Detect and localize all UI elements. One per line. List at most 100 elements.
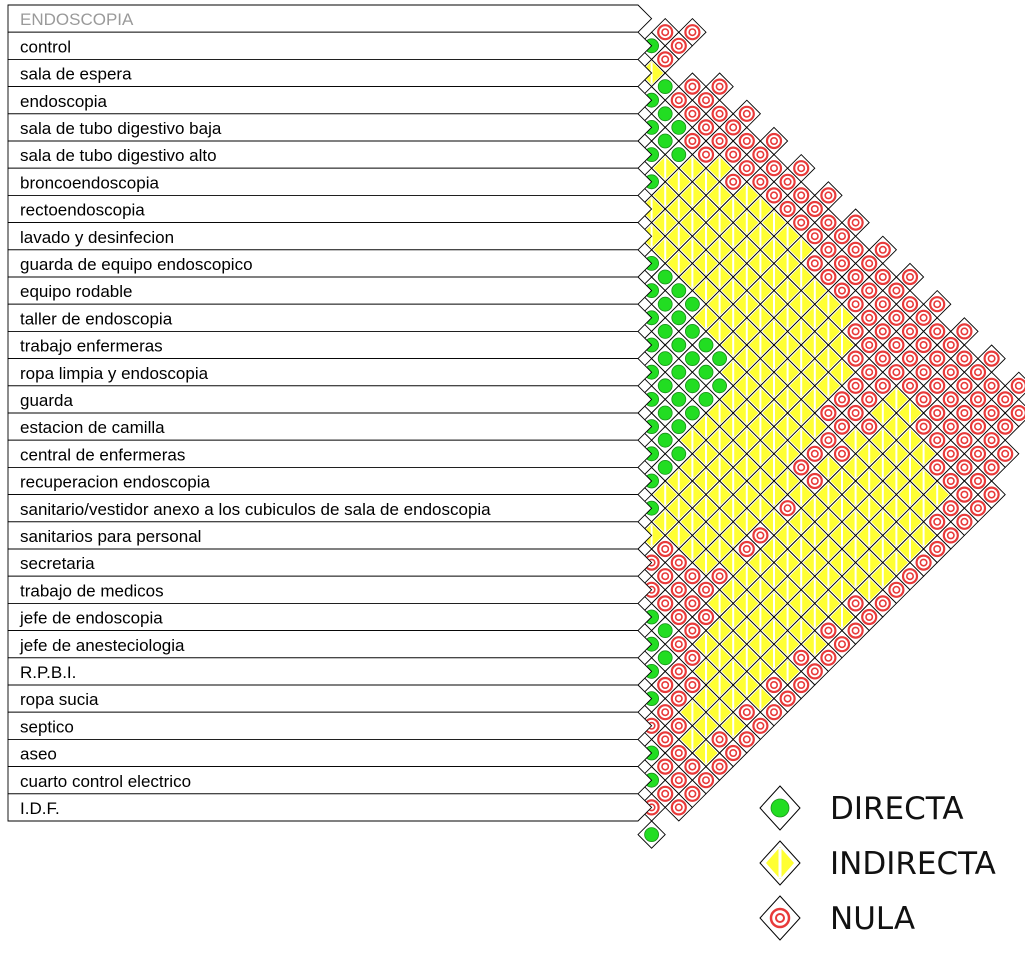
relation-cell <box>705 262 734 292</box>
relation-cell <box>705 398 734 428</box>
area-label: taller de endoscopia <box>20 309 173 328</box>
area-label: control <box>20 37 71 56</box>
relation-cell <box>759 153 789 183</box>
relation-cell <box>759 126 789 156</box>
area-label-strip: sala de tubo digestivo baja <box>7 113 653 142</box>
area-label: trabajo enfermeras <box>20 337 163 356</box>
relation-cell <box>977 398 1006 428</box>
area-label: lavado y desinfecion <box>20 228 174 247</box>
relation-cell <box>895 561 925 591</box>
area-label: estacion de camilla <box>20 418 165 437</box>
relation-cell <box>854 276 884 305</box>
area-label-strip: taller de endoscopia <box>7 303 653 332</box>
relation-cell <box>814 616 843 645</box>
relation-cell <box>950 507 979 537</box>
relation-cell <box>678 752 707 781</box>
relation-cell <box>868 561 898 591</box>
legend-item: NULA <box>759 895 915 941</box>
relation-cell <box>950 371 979 401</box>
relation-cell <box>963 412 993 441</box>
area-label-strip: sala de espera <box>7 58 653 88</box>
relation-cell <box>650 779 680 809</box>
relation-cell <box>705 153 734 183</box>
relation-cell <box>841 371 870 401</box>
area-label: rectoendoscopia <box>20 201 145 220</box>
area-label-strip: jefe de endoscopia <box>7 602 653 632</box>
area-label-strip: lavado y desinfecion <box>7 222 653 251</box>
legend-label: INDIRECTA <box>830 846 996 882</box>
relation-cell <box>759 697 789 727</box>
legend-item: DIRECTA <box>759 785 964 831</box>
area-label-strip: sala de tubo digestivo alto <box>7 140 653 169</box>
relation-cell <box>705 725 734 754</box>
relation-cell <box>1004 398 1025 428</box>
area-label-strip: R.P.B.I. <box>7 657 653 686</box>
relation-cell <box>868 262 898 292</box>
area-label: central de enfermeras <box>20 445 185 464</box>
relation-cell <box>732 153 762 183</box>
title-strip: ENDOSCOPIA <box>7 4 653 33</box>
relation-cell <box>841 589 870 618</box>
relation-cell <box>950 317 979 346</box>
relation-cell <box>922 371 952 401</box>
relation-cell <box>786 643 816 673</box>
area-label: secretaria <box>20 554 95 573</box>
area-label-strip: ropa sucia <box>7 684 653 713</box>
relation-cell <box>922 344 952 373</box>
area-label: broncoendoscopia <box>20 173 159 192</box>
relation-cell <box>841 616 870 645</box>
relation-cell <box>678 17 707 47</box>
area-label-strip: rectoendoscopia <box>7 194 653 224</box>
relationship-matrix <box>637 17 1025 849</box>
relation-cell <box>732 725 762 754</box>
relation-cell <box>841 208 870 237</box>
area-label-strips: ENDOSCOPIA control sala de espera endoscopi… <box>7 4 653 822</box>
relation-cell <box>664 548 694 577</box>
area-label: I.D.F. <box>20 799 60 818</box>
relation-cell <box>922 507 952 537</box>
diagram-title: ENDOSCOPIA <box>20 10 134 29</box>
area-label: trabajo de medicos <box>20 581 164 600</box>
relation-cell <box>650 752 680 781</box>
area-label-strip: central de enfermeras <box>7 439 653 468</box>
legend-item: INDIRECTA <box>759 840 996 886</box>
relation-cell <box>705 344 734 373</box>
area-label: septico <box>20 717 74 736</box>
relation-cell <box>922 534 952 564</box>
relation-cell <box>895 317 925 346</box>
relation-cell <box>705 208 734 237</box>
relation-cell <box>678 779 707 809</box>
relation-cell <box>977 344 1006 373</box>
area-label-strip: equipo rodable <box>7 276 653 305</box>
area-label-strip: jefe de anesteciologia <box>7 630 653 659</box>
relation-cell <box>868 398 898 428</box>
area-label-strip: septico <box>7 711 653 740</box>
area-label: sala de tubo digestivo alto <box>20 146 217 165</box>
area-label: sala de espera <box>20 65 132 84</box>
area-label: equipo rodable <box>20 282 132 301</box>
area-label-strip: estacion de camilla <box>7 412 653 441</box>
relation-cell <box>678 317 707 346</box>
relation-cell <box>732 534 762 564</box>
area-label-strip: ropa limpia y endoscopia <box>7 358 653 387</box>
relation-cell <box>841 235 870 265</box>
relation-cell <box>895 262 925 292</box>
relation-cell <box>705 752 734 781</box>
area-label-strip: endoscopia <box>7 86 653 115</box>
area-label-strip: cuarto control electrico <box>7 766 653 795</box>
relation-cell <box>977 371 1006 401</box>
relation-cell <box>814 181 843 210</box>
relation-cell <box>936 385 966 414</box>
area-label: guarda <box>20 391 73 410</box>
relation-cell <box>786 453 816 482</box>
area-label: aseo <box>20 745 57 764</box>
relation-cell <box>922 289 952 319</box>
relation-cell <box>705 99 734 129</box>
relation-cell <box>922 453 952 482</box>
area-label-strip: aseo <box>7 738 653 768</box>
relation-cell <box>637 820 666 849</box>
area-label: guarda de equipo endoscopico <box>20 255 253 274</box>
area-label-strip: sanitario/vestidor anexo a los cubiculos… <box>7 494 653 523</box>
relation-cell <box>786 235 816 265</box>
relation-cell <box>759 616 789 645</box>
